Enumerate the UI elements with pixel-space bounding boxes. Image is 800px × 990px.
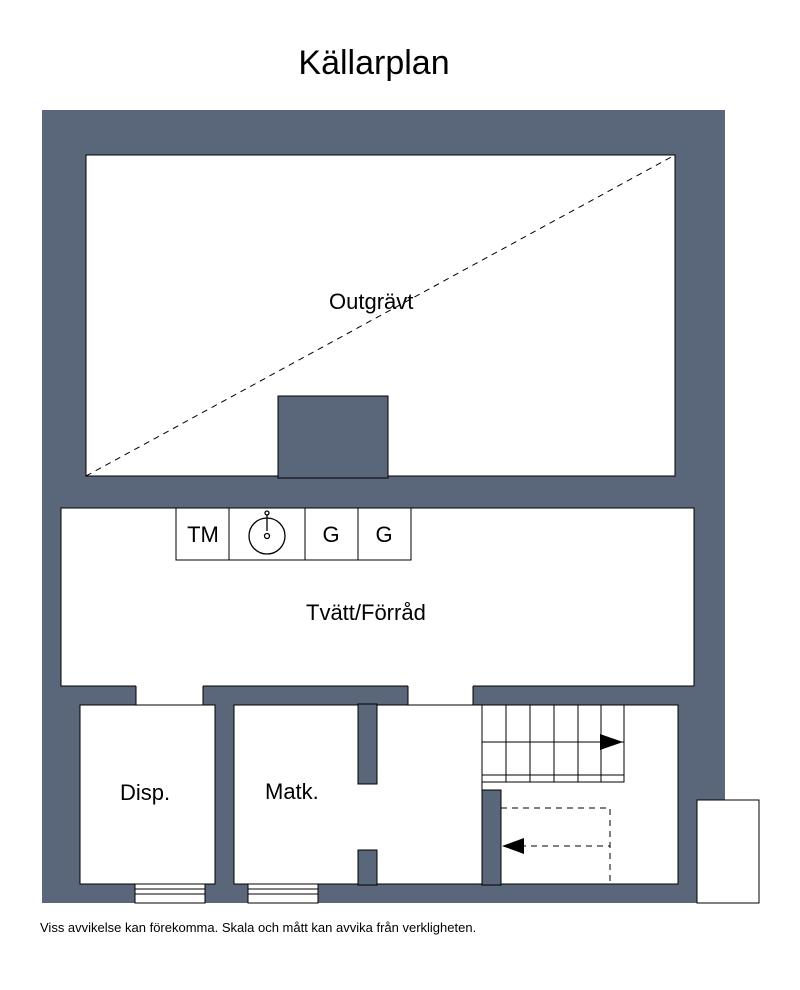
window-food-cellar [247, 883, 319, 904]
lower-stair-outline [501, 807, 611, 884]
label-freezer-2: G [375, 522, 393, 547]
disclaimer-text: Viss avvikelse kan förekomma. Skala och … [40, 920, 477, 935]
doorway-stair [408, 685, 473, 705]
sink-icon [248, 510, 286, 555]
doorway-pantry [136, 685, 203, 705]
appliance-freezer-2 [357, 507, 412, 561]
excavated-diagonal [85, 154, 676, 477]
partition-lower [357, 849, 378, 886]
arrow-right-icon [600, 734, 623, 750]
partition-upper [357, 703, 378, 785]
appliance-freezer-1 [304, 507, 359, 561]
room-label-laundry: Tvätt/Förråd [306, 600, 426, 625]
room-label-excavated: Outgrävt [329, 289, 414, 314]
page-title: Källarplan [298, 44, 450, 82]
room-stair [481, 704, 679, 885]
exterior-entry [696, 799, 760, 904]
stair-divider-wall [481, 789, 502, 886]
arrow-left-icon [502, 838, 524, 854]
room-label-pantry: Disp. [120, 780, 171, 805]
room-label-food-cellar: Matk. [265, 779, 319, 804]
staircase-outline [481, 704, 625, 783]
window-pantry [134, 883, 206, 904]
room-pantry [79, 704, 216, 885]
chimney [277, 395, 389, 479]
sink-drain [263, 532, 271, 540]
label-washing-machine: TM [187, 522, 219, 547]
sink-faucet-head [264, 510, 270, 516]
label-freezer-1: G [322, 522, 340, 547]
appliance-washing-machine [175, 507, 230, 561]
lower-stair [501, 807, 611, 884]
